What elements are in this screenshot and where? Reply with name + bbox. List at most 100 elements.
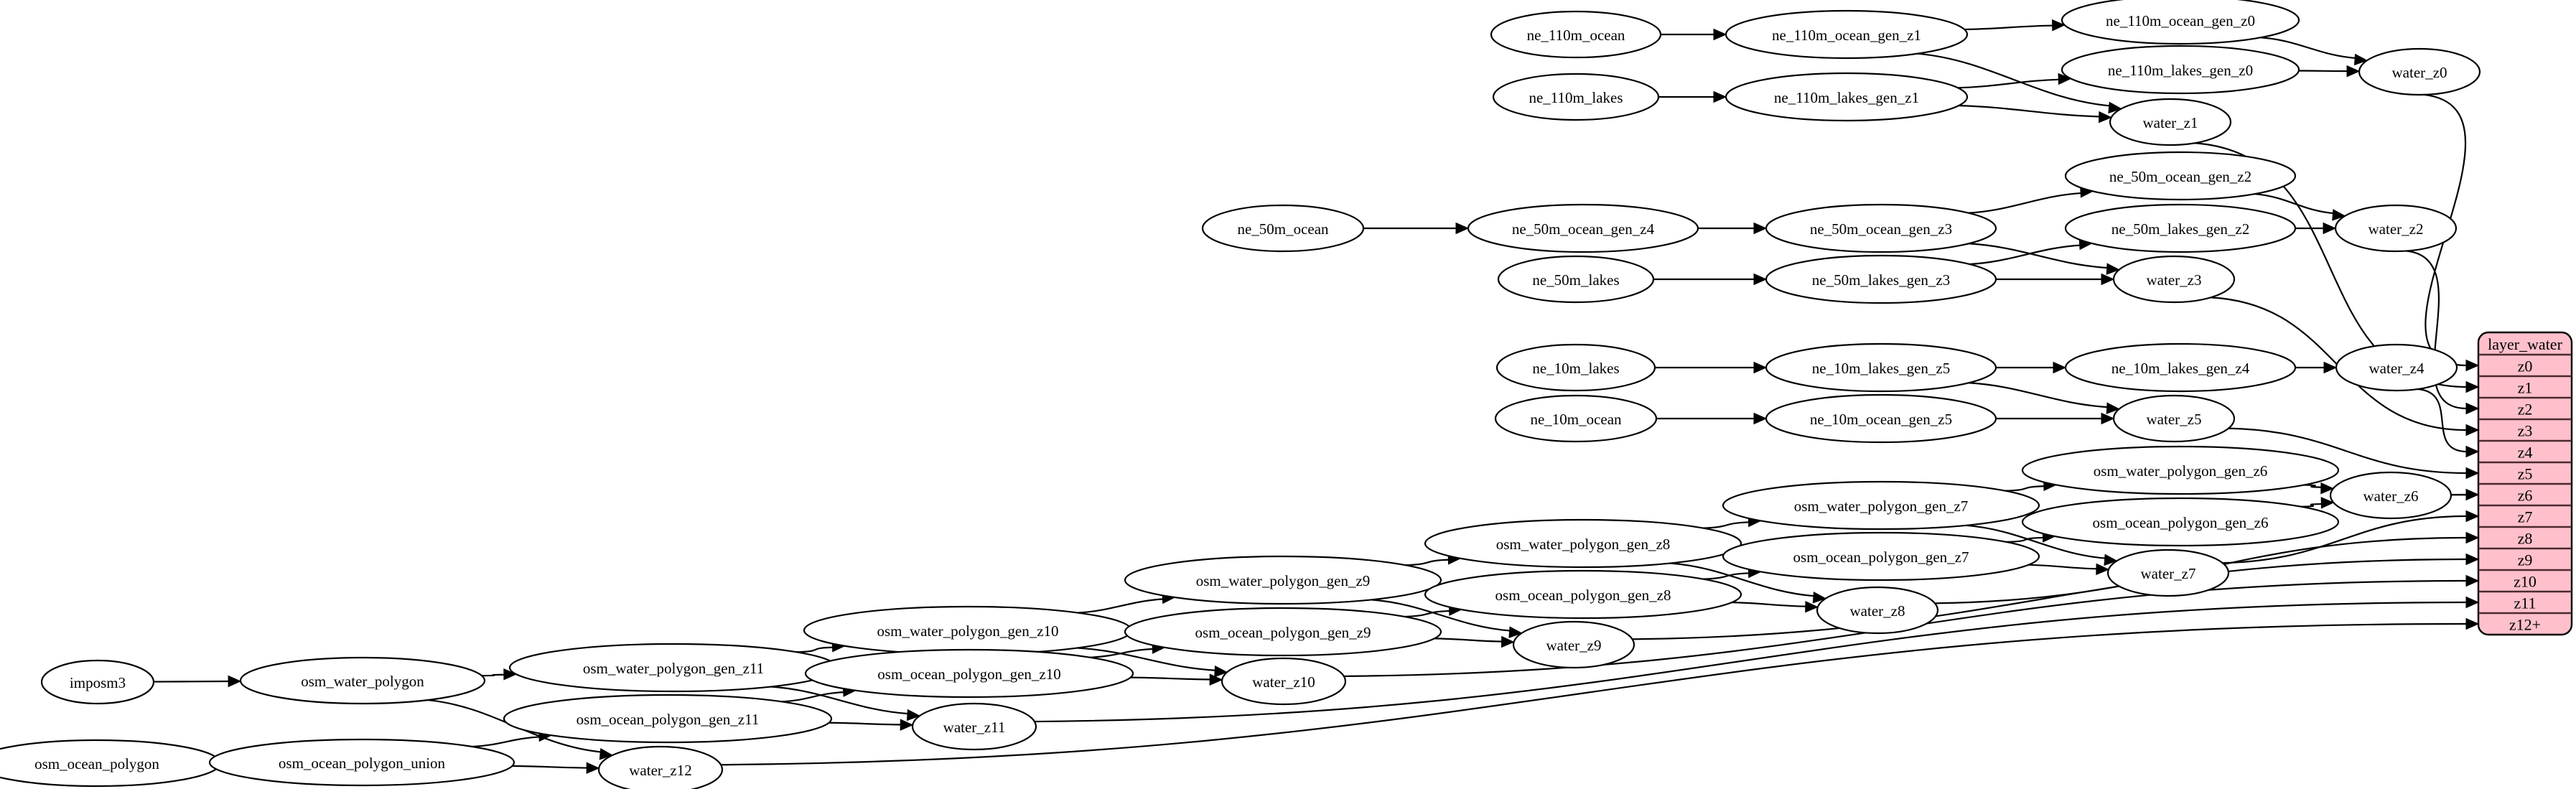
graph-node-ne_10m_lakes_gen_z5[interactable]: ne_10m_lakes_gen_z5 — [1765, 342, 1997, 393]
graph-node-osm_ocean_polygon_union[interactable]: osm_ocean_polygon_union — [208, 738, 515, 787]
node-label: ne_50m_ocean_gen_z4 — [1512, 220, 1655, 238]
graph-node-ne_10m_ocean_gen_z5[interactable]: ne_10m_ocean_gen_z5 — [1765, 393, 1997, 444]
graph-node-water_z5[interactable]: water_z5 — [2112, 394, 2236, 443]
layer-water-table[interactable]: layer_waterz0z1z2z3z4z5z6z7z8z9z10z11z12… — [2477, 331, 2573, 636]
graph-node-ne_110m_ocean_gen_z0[interactable]: ne_110m_ocean_gen_z0 — [2061, 0, 2300, 45]
table-row-z8[interactable]: z8 — [2518, 530, 2533, 548]
node-shape — [2335, 343, 2458, 392]
table-edge — [2228, 427, 2480, 480]
graph-node-water_z6[interactable]: water_z6 — [2329, 471, 2453, 520]
graph-edge — [1996, 273, 2115, 286]
graph-node-ne_50m_lakes[interactable]: ne_50m_lakes — [1497, 255, 1655, 304]
table-row-z12+[interactable]: z12+ — [2509, 616, 2541, 634]
graph-node-ne_110m_ocean[interactable]: ne_110m_ocean — [1490, 10, 1662, 59]
graph-node-osm_water_polygon_gen_z9[interactable]: osm_water_polygon_gen_z9 — [1124, 555, 1442, 605]
node-shape — [1490, 10, 1662, 59]
graph-node-ne_50m_ocean_gen_z2[interactable]: ne_50m_ocean_gen_z2 — [2064, 151, 2297, 201]
graph-node-ne_50m_ocean[interactable]: ne_50m_ocean — [1201, 204, 1365, 253]
graph-node-water_z12[interactable]: water_z12 — [597, 745, 724, 789]
graph-edge — [2304, 482, 2335, 495]
graph-node-water_z2[interactable]: water_z2 — [2334, 204, 2458, 253]
node-shape — [503, 694, 833, 744]
graph-node-water_z10[interactable]: water_z10 — [1221, 657, 1347, 706]
node-shape — [1124, 607, 1442, 657]
table-row-z5[interactable]: z5 — [2518, 465, 2533, 483]
graph-edge — [1995, 361, 2067, 374]
graph-node-ne_110m_lakes[interactable]: ne_110m_lakes — [1492, 73, 1660, 121]
table-row-z3[interactable]: z3 — [2518, 422, 2533, 440]
graph-node-osm_ocean_polygon[interactable]: osm_ocean_polygon — [0, 739, 222, 788]
graph-node-osm_water_polygon_gen_z11[interactable]: osm_water_polygon_gen_z11 — [508, 643, 839, 693]
node-label: water_z11 — [943, 719, 1006, 736]
layer-water-table-body[interactable]: layer_waterz0z1z2z3z4z5z6z7z8z9z10z11z12… — [2477, 331, 2573, 636]
graph-node-ne_110m_lakes_gen_z0[interactable]: ne_110m_lakes_gen_z0 — [2061, 45, 2300, 95]
graph-node-osm_ocean_polygon_gen_z11[interactable]: osm_ocean_polygon_gen_z11 — [503, 694, 833, 744]
graph-edge — [1654, 361, 1768, 374]
node-label: osm_water_polygon_gen_z7 — [1794, 498, 1969, 515]
node-shape — [1201, 204, 1365, 253]
table-row-z6[interactable]: z6 — [2518, 487, 2533, 505]
graph-node-osm_water_polygon_gen_z10[interactable]: osm_water_polygon_gen_z10 — [803, 605, 1133, 655]
edges-layer — [153, 19, 2369, 775]
graph-edge — [2295, 361, 2338, 374]
graph-node-ne_110m_ocean_gen_z1[interactable]: ne_110m_ocean_gen_z1 — [1725, 9, 1969, 60]
graph-node-osm_water_polygon[interactable]: osm_water_polygon — [239, 656, 486, 705]
graph-node-water_z1[interactable]: water_z1 — [2109, 98, 2232, 146]
graph-node-water_z8[interactable]: water_z8 — [1816, 586, 1939, 635]
graph-node-ne_110m_lakes_gen_z1[interactable]: ne_110m_lakes_gen_z1 — [1725, 72, 1969, 122]
node-label: ne_110m_lakes — [1529, 89, 1623, 106]
node-label: ne_110m_ocean_gen_z1 — [1772, 27, 1921, 44]
node-shape — [1765, 342, 1997, 393]
graph-node-osm_ocean_polygon_gen_z8[interactable]: osm_ocean_polygon_gen_z8 — [1424, 569, 1742, 620]
graph-edge — [1661, 28, 1727, 41]
graph-node-ne_50m_lakes_gen_z2[interactable]: ne_50m_lakes_gen_z2 — [2064, 203, 2297, 253]
node-label: osm_ocean_polygon_gen_z8 — [1495, 587, 1671, 604]
graph-edge — [1656, 412, 1768, 425]
graph-node-water_z7[interactable]: water_z7 — [2106, 548, 2230, 597]
graph-node-ne_50m_ocean_gen_z4[interactable]: ne_50m_ocean_gen_z4 — [1467, 203, 1699, 253]
table-edge — [1632, 553, 2480, 640]
table-row-z9[interactable]: z9 — [2518, 551, 2533, 569]
graph-node-osm_water_polygon_gen_z8[interactable]: osm_water_polygon_gen_z8 — [1424, 518, 1742, 569]
graph-node-imposm3[interactable]: imposm3 — [40, 659, 155, 705]
table-row-z1[interactable]: z1 — [2518, 379, 2533, 397]
graph-node-ne_50m_ocean_gen_z3[interactable]: ne_50m_ocean_gen_z3 — [1765, 203, 1997, 253]
graph-node-osm_water_polygon_gen_z7[interactable]: osm_water_polygon_gen_z7 — [1722, 480, 2040, 531]
graph-node-water_z0[interactable]: water_z0 — [2358, 47, 2481, 96]
node-shape — [2064, 342, 2297, 393]
node-label: ne_50m_ocean — [1237, 220, 1329, 238]
node-label: water_z3 — [2147, 271, 2202, 289]
graph-node-ne_50m_lakes_gen_z3[interactable]: ne_50m_lakes_gen_z3 — [1765, 254, 1997, 304]
node-shape — [1495, 343, 1656, 392]
node-label: water_z7 — [2141, 565, 2196, 582]
graph-node-osm_ocean_polygon_gen_z7[interactable]: osm_ocean_polygon_gen_z7 — [1722, 531, 2040, 582]
table-row-z11[interactable]: z11 — [2514, 594, 2537, 612]
node-shape — [1765, 203, 1997, 253]
graph-edge — [1917, 52, 2122, 114]
table-row-z0[interactable]: z0 — [2518, 358, 2533, 375]
graph-node-water_z9[interactable]: water_z9 — [1512, 620, 1635, 669]
graph-edge — [153, 675, 242, 688]
graph-edge — [1969, 238, 2093, 266]
graph-node-osm_ocean_polygon_gen_z10[interactable]: osm_ocean_polygon_gen_z10 — [804, 648, 1134, 699]
graph-node-ne_10m_ocean[interactable]: ne_10m_ocean — [1494, 394, 1658, 443]
node-shape — [1725, 72, 1969, 122]
graph-node-water_z3[interactable]: water_z3 — [2112, 255, 2236, 304]
graph-node-osm_water_polygon_gen_z6[interactable]: osm_water_polygon_gen_z6 — [2021, 445, 2340, 495]
graph-node-osm_ocean_polygon_gen_z6[interactable]: osm_ocean_polygon_gen_z6 — [2021, 497, 2340, 547]
graph-node-ne_10m_lakes_gen_z4[interactable]: ne_10m_lakes_gen_z4 — [2064, 342, 2297, 393]
graph-edge — [2028, 563, 2110, 576]
graph-node-ne_10m_lakes[interactable]: ne_10m_lakes — [1495, 343, 1656, 392]
graph-node-osm_ocean_polygon_gen_z9[interactable]: osm_ocean_polygon_gen_z9 — [1124, 607, 1442, 657]
graph-node-water_z11[interactable]: water_z11 — [911, 702, 1037, 751]
graph-node-water_z4[interactable]: water_z4 — [2335, 343, 2458, 392]
graph-edge — [1658, 90, 1727, 103]
graph-edge — [1959, 105, 2112, 123]
table-row-z2[interactable]: z2 — [2518, 401, 2533, 419]
node-label: water_z0 — [2392, 64, 2447, 81]
table-row-z7[interactable]: z7 — [2518, 508, 2533, 526]
table-row-z10[interactable]: z10 — [2514, 573, 2537, 591]
node-shape — [2021, 445, 2340, 495]
table-row-z4[interactable]: z4 — [2518, 444, 2533, 462]
